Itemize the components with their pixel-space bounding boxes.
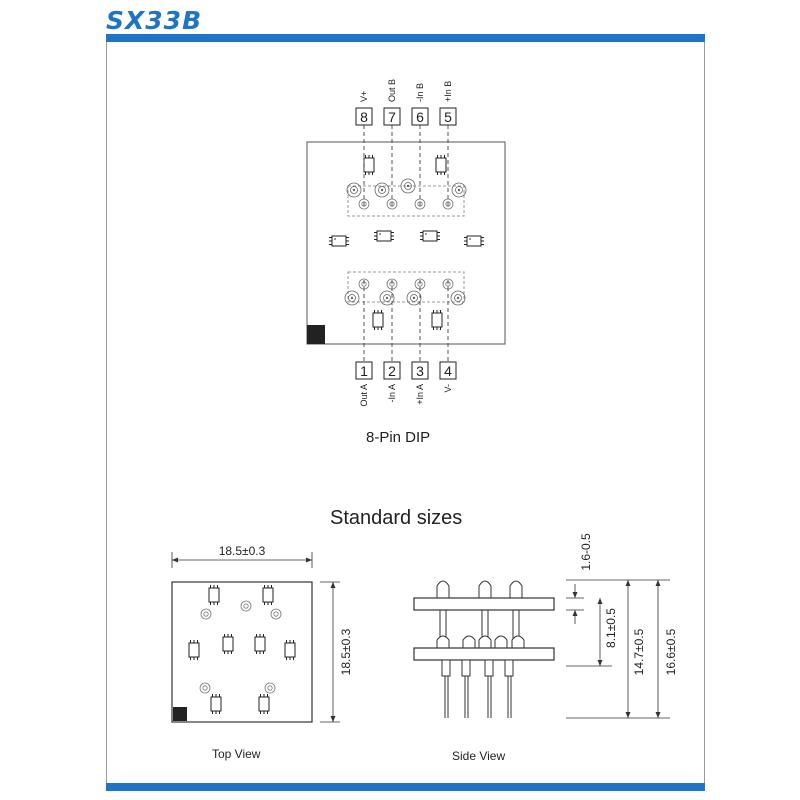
pin-2-label: -In A [387, 384, 397, 403]
pin-5-label: +In B [443, 81, 453, 102]
side-dim-2: 8.1±0.5 [604, 608, 618, 648]
package-label: 8-Pin DIP [366, 429, 431, 446]
side-dim-4: 16.6±0.5 [664, 628, 678, 675]
pin-1-label: Out A [359, 384, 369, 407]
pin-3-label: +In A [415, 384, 425, 405]
pin-2-number: 2 [388, 363, 396, 379]
side-dim-1: 1.6-0.5 [579, 533, 593, 571]
pin-8-label: V+ [359, 91, 369, 102]
pin-3-number: 3 [416, 363, 424, 379]
top-view-height-label: 18.5±0.3 [339, 628, 353, 675]
top-view-caption: Top View [212, 747, 261, 761]
brand-title: SX33B [106, 6, 203, 35]
pin-6-number: 6 [416, 109, 424, 125]
bottom-pin-boxes [355, 361, 457, 380]
pin-7-label: Out B [387, 79, 397, 102]
pin-4-label: V- [443, 384, 453, 393]
pin-6-label: -In B [415, 83, 425, 102]
sizes-title: Standard sizes [330, 507, 463, 529]
content-frame [106, 42, 705, 783]
side-view-caption: Side View [452, 749, 506, 763]
pin-8-number: 8 [360, 109, 368, 125]
side-dim-3: 14.7±0.5 [632, 628, 646, 675]
pin-5-number: 5 [444, 109, 452, 125]
pinout-board [306, 125, 506, 362]
header-bar [106, 34, 705, 42]
footer-bar [106, 783, 705, 791]
top-view-drawing [171, 552, 340, 723]
side-view-drawing [413, 579, 670, 719]
top-view-width-label: 18.5±0.3 [219, 544, 266, 558]
pin-7-number: 7 [388, 109, 396, 125]
pin-1-number: 1 [360, 363, 368, 379]
pin-4-number: 4 [444, 363, 452, 379]
top-pin-boxes [355, 107, 457, 126]
